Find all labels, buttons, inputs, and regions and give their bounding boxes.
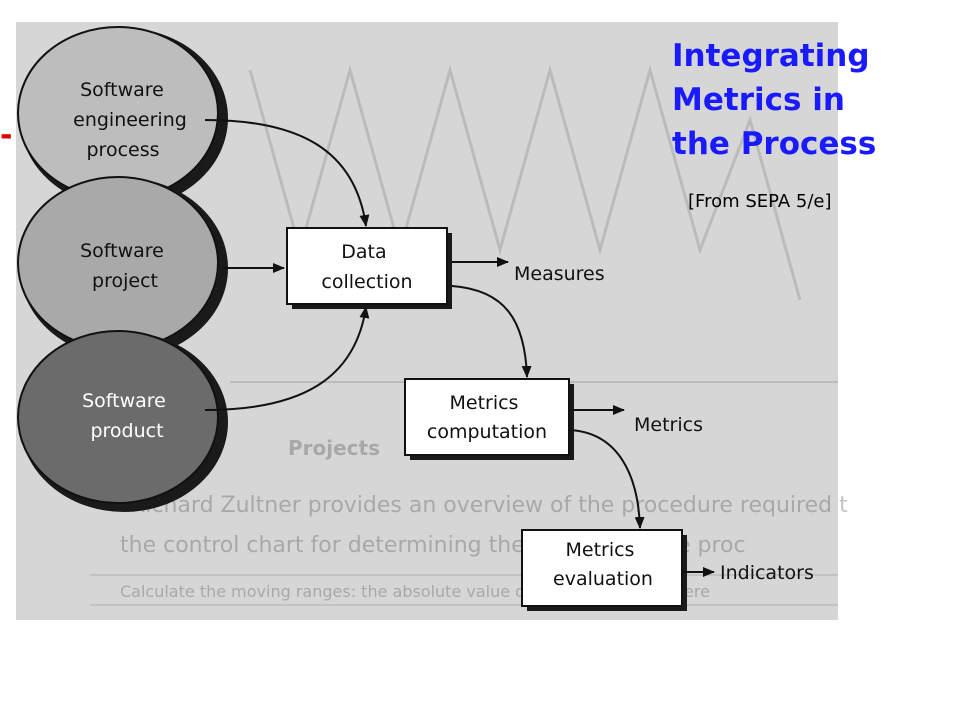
title-line: the Process <box>672 126 877 162</box>
box-data-collection: Data collection <box>286 227 452 309</box>
output-measures: Measures <box>514 263 605 285</box>
arrow-process-to-collection <box>204 119 370 227</box>
bg-line-1: Richard Zultner provides an overview of … <box>130 493 848 518</box>
svg-text:Software engineering: Software engineering process <box>73 79 193 161</box>
output-metrics: Metrics <box>634 414 703 436</box>
circle-label-line: engineering <box>73 109 187 131</box>
svg-text:Software product: Software product <box>82 390 172 442</box>
circle-label-line: Software <box>82 390 166 412</box>
box-label-line: evaluation <box>553 568 653 590</box>
svg-text:Metrics computation: Metrics computation <box>427 392 547 443</box>
circle-label-line: project <box>92 270 158 292</box>
circle-label-line: Software <box>80 240 164 262</box>
box-metrics-computation: Metrics computation <box>404 378 574 460</box>
title-line: Metrics in <box>672 82 845 118</box>
bg-heading: Projects <box>288 436 380 460</box>
arrow-computation-to-evaluation <box>568 429 645 529</box>
circle-label-line: product <box>90 420 163 442</box>
flow-arrows <box>204 119 715 577</box>
circle-label-line: process <box>86 139 159 161</box>
svg-text:Software project: Software project <box>80 240 170 292</box>
title-line: Integrating <box>672 38 870 74</box>
box-label-line: computation <box>427 421 547 443</box>
box-label-line: Metrics <box>565 539 634 561</box>
slide-title: Integrating Metrics in the Process <box>672 34 942 166</box>
box-metrics-evaluation: Metrics evaluation <box>521 529 687 611</box>
circle-software-engineering-process: Software engineering process <box>17 26 228 208</box>
box-label-line: Data <box>341 241 386 263</box>
svg-text:Data collection: Data collection <box>321 241 412 293</box>
box-label-line: collection <box>321 271 412 293</box>
red-dash-marker: - <box>0 118 13 153</box>
circle-label-line: Software <box>80 79 164 101</box>
circle-software-product: Software product <box>17 330 228 512</box>
svg-text:Metrics evaluation: Metrics evaluation <box>553 539 653 590</box>
arrow-collection-to-computation <box>451 285 532 378</box>
source-citation: [From SEPA 5/e] <box>688 191 832 212</box>
output-indicators: Indicators <box>720 562 814 584</box>
box-label-line: Metrics <box>449 392 518 414</box>
arrow-product-to-collection <box>204 306 370 411</box>
circle-software-project: Software project <box>17 176 228 358</box>
